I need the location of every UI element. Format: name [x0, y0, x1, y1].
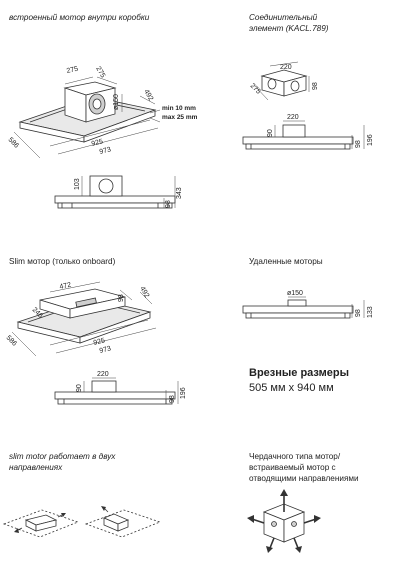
slim-two-dir-line1: slim motor работает в двух [9, 452, 116, 461]
slim-side-196: 196 [180, 387, 187, 399]
slim-dim-492: 492 [138, 286, 150, 300]
attic-line2: встраиваемый мотор с [249, 463, 336, 472]
slim-dim-472: 472 [59, 282, 72, 291]
slim-motor-title: Slim мотор (только onboard) [9, 257, 116, 266]
slim-side-220: 220 [97, 371, 109, 378]
remote-motors-drawing: ø150 98 133 [242, 290, 374, 319]
min-note: min 10 mm [162, 105, 196, 112]
dim-275b: 275 [94, 66, 106, 80]
slim-side-90: 90 [76, 384, 83, 392]
built-in-motor-title: встроенный мотор внутри коробки [9, 13, 150, 22]
dim-343: 343 [176, 187, 183, 199]
dim-925: 925 [91, 138, 104, 148]
slim-dim-973: 973 [99, 345, 112, 355]
max-note: max 25 mm [162, 114, 198, 121]
built-in-motor-side-drawing: 103 98 343 [54, 175, 183, 209]
built-in-motor-iso-drawing: 275 275 ø150 492 min 10 mm max 25 mm 586… [7, 66, 198, 159]
conn-side-196: 196 [367, 134, 374, 146]
conn-side-98: 98 [355, 140, 362, 148]
conn-side-90: 90 [267, 129, 274, 137]
slim-motor-iso-drawing: 472 98 492 246 586 925 973 [5, 282, 157, 357]
connector-title-line1: Соединительный [249, 13, 318, 22]
dim-275a: 275 [66, 66, 79, 75]
remote-dim-phi150: ø150 [287, 290, 303, 297]
attic-line3: отводящими направлениями [249, 474, 359, 483]
dim-phi150: ø150 [113, 94, 120, 110]
conn-dim-220: 220 [280, 64, 292, 71]
attic-motor-drawing [247, 489, 321, 553]
connector-side-drawing: 220 90 98 196 [242, 114, 374, 150]
dim-586: 586 [7, 136, 20, 149]
slim-dim-925: 925 [93, 337, 106, 347]
slim-two-direction-drawing [2, 506, 162, 538]
dim-492: 492 [142, 89, 154, 103]
slim-dim-98: 98 [118, 294, 125, 302]
conn-dim-98: 98 [312, 82, 319, 90]
remote-dim-98: 98 [355, 309, 362, 317]
conn-side-220: 220 [287, 114, 299, 121]
slim-two-dir-line2: направлениях [9, 463, 63, 472]
slim-dim-586: 586 [5, 334, 18, 347]
remote-dim-133: 133 [367, 306, 374, 318]
connector-title-line2: элемент (KACL.789) [249, 24, 329, 33]
cutout-value: 505 мм х 940 мм [249, 382, 334, 394]
conn-dim-275: 275 [249, 82, 262, 95]
connector-iso-drawing: 220 275 98 [249, 61, 319, 101]
slim-side-98: 98 [169, 395, 176, 403]
dim-103: 103 [74, 178, 81, 190]
dim-98-side: 98 [165, 200, 172, 208]
cutout-title: Врезные размеры [249, 367, 349, 379]
remote-motors-title: Удаленные моторы [249, 257, 323, 266]
dim-973: 973 [99, 146, 112, 156]
slim-motor-side-drawing: 220 90 98 196 [54, 371, 187, 405]
attic-line1: Чердачного типа мотор/ [249, 452, 341, 461]
